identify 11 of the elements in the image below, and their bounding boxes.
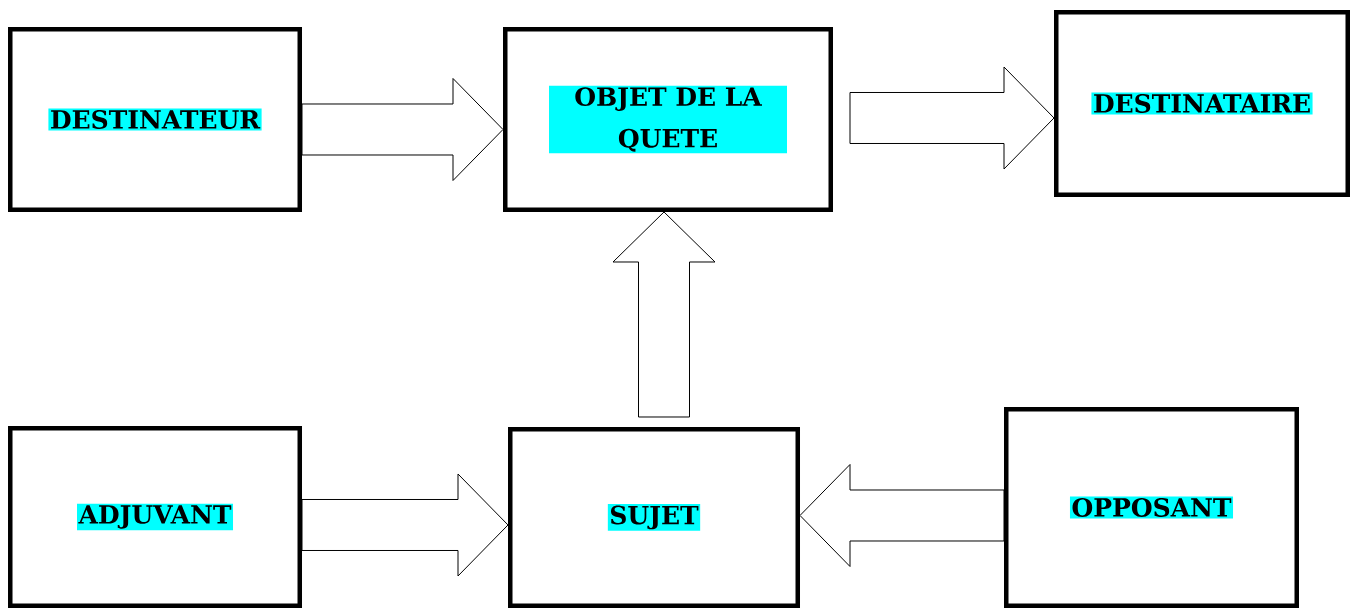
text-box: SUJET xyxy=(508,427,800,608)
text-box: DESTINATEUR xyxy=(8,27,302,212)
text-box: DESTINATAIRE xyxy=(1054,10,1350,197)
text-box: ADJUVANT xyxy=(8,426,302,608)
block-arrow xyxy=(612,211,716,418)
block-arrow xyxy=(301,78,504,181)
block-arrow xyxy=(799,464,1005,567)
block-arrow xyxy=(301,473,509,577)
text-box: OPPOSANT xyxy=(1004,407,1299,608)
text-box: OBJET DE LA QUETE xyxy=(503,27,833,212)
block-arrow xyxy=(849,66,1055,170)
